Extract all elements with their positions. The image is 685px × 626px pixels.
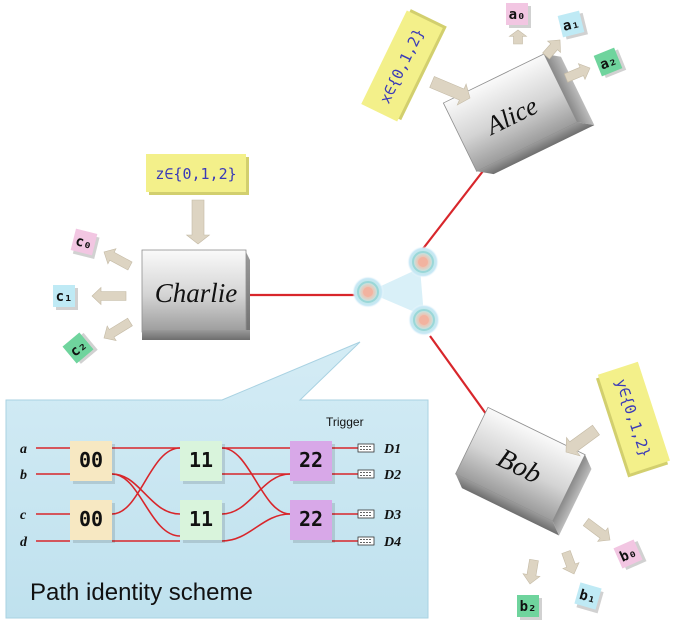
arrow-charlie-input	[185, 199, 211, 245]
arrow-b0	[582, 517, 611, 542]
scheme-caption: Path identity scheme	[30, 579, 253, 606]
trigger-label: Trigger	[326, 415, 364, 429]
stage3-label-0: 22	[299, 448, 323, 472]
scheme-beams	[36, 447, 358, 542]
arrows	[91, 29, 611, 585]
beam-alice	[421, 161, 491, 251]
stage2-label-1: 11	[189, 507, 213, 531]
stage-22-boxes: 22 22	[290, 441, 335, 543]
alice-output-a1-label: a₁	[561, 15, 581, 35]
source-ring-bottom	[408, 304, 440, 336]
bob-output-b0: b₀	[613, 539, 647, 571]
arrow-a1	[542, 39, 561, 60]
arrow-c1	[91, 286, 127, 306]
detector-4: D4	[357, 535, 401, 550]
arrow-bob-input	[565, 424, 600, 457]
arrow-a2	[563, 63, 591, 83]
source-ring-top	[407, 246, 439, 278]
arrow-c2	[103, 317, 133, 342]
beam-bob	[429, 335, 495, 426]
bob-output-b1-label: b₁	[577, 587, 598, 607]
arrow-b1	[561, 550, 580, 575]
bob-output-b1: b₁	[574, 582, 604, 614]
path-label-a: a	[20, 442, 27, 457]
path-label-b: b	[20, 468, 27, 483]
bob-output-b0-label: b₀	[617, 544, 639, 565]
source-ring-left	[352, 276, 384, 308]
stage1-box-1: 00	[70, 500, 115, 543]
path-labels: ab cd	[20, 442, 28, 550]
alice-output-a2: a₂	[593, 47, 627, 78]
charlie-input-note: z∈{0,1,2}	[146, 154, 249, 195]
detector-label-4: D4	[383, 535, 401, 550]
charlie-output-c0-label: c₀	[74, 233, 94, 253]
arrow-alice-input	[429, 76, 471, 106]
arrow-c0	[103, 248, 133, 271]
detector-label-1: D1	[383, 442, 401, 457]
charlie-output-c1: c₁	[53, 285, 78, 310]
alice-input-note: x∈{0,1,2}	[361, 9, 447, 122]
stage-00-boxes: 00 00	[70, 441, 115, 543]
stage3-box-0: 22	[290, 441, 335, 484]
output-tiles: a₀ a₁ a₂ c₀ c₁ c₂ b₀ b₁ b₂	[53, 3, 647, 620]
stage-11-boxes: 11 11	[180, 441, 225, 543]
stage2-box-1: 11	[180, 500, 225, 543]
alice-output-a0-label: a₀	[509, 7, 526, 23]
alice-box: Alice	[442, 53, 595, 175]
stage1-box-0: 00	[70, 441, 115, 484]
stage3-box-1: 22	[290, 500, 335, 543]
arrow-a0	[508, 29, 528, 45]
entangled-source	[352, 246, 440, 336]
stage2-label-0: 11	[189, 448, 213, 472]
bob-input-note: y∈{0,1,2}	[595, 361, 670, 478]
stage2-box-0: 11	[180, 441, 225, 484]
detector-label-3: D3	[383, 508, 401, 523]
bob-output-b2-label: b₂	[520, 599, 537, 615]
charlie-output-c1-label: c₁	[56, 289, 73, 305]
charlie-input-text: z∈{0,1,2}	[155, 165, 236, 183]
stage1-label-0: 00	[79, 448, 103, 472]
stage3-label-1: 22	[299, 507, 323, 531]
detector-1: D1	[357, 442, 401, 457]
charlie-output-c2: c₂	[62, 332, 98, 364]
charlie-output-c0: c₀	[70, 228, 100, 259]
charlie-label: Charlie	[155, 278, 238, 308]
detector-3: D3	[357, 508, 401, 523]
alice-output-a2-label: a₂	[598, 52, 620, 73]
stage1-label-1: 00	[79, 507, 103, 531]
alice-output-a0: a₀	[506, 3, 531, 28]
path-label-c: c	[20, 508, 27, 523]
bob-box: Bob	[455, 406, 592, 536]
bob-output-b2: b₂	[517, 595, 542, 620]
main-beams	[250, 161, 495, 426]
arrow-b2	[522, 558, 541, 585]
detector-label-2: D2	[383, 468, 401, 483]
alice-output-a1: a₁	[557, 10, 588, 40]
charlie-box: Charlie	[141, 249, 250, 340]
path-label-d: d	[20, 535, 28, 550]
detector-2: D2	[357, 468, 401, 483]
